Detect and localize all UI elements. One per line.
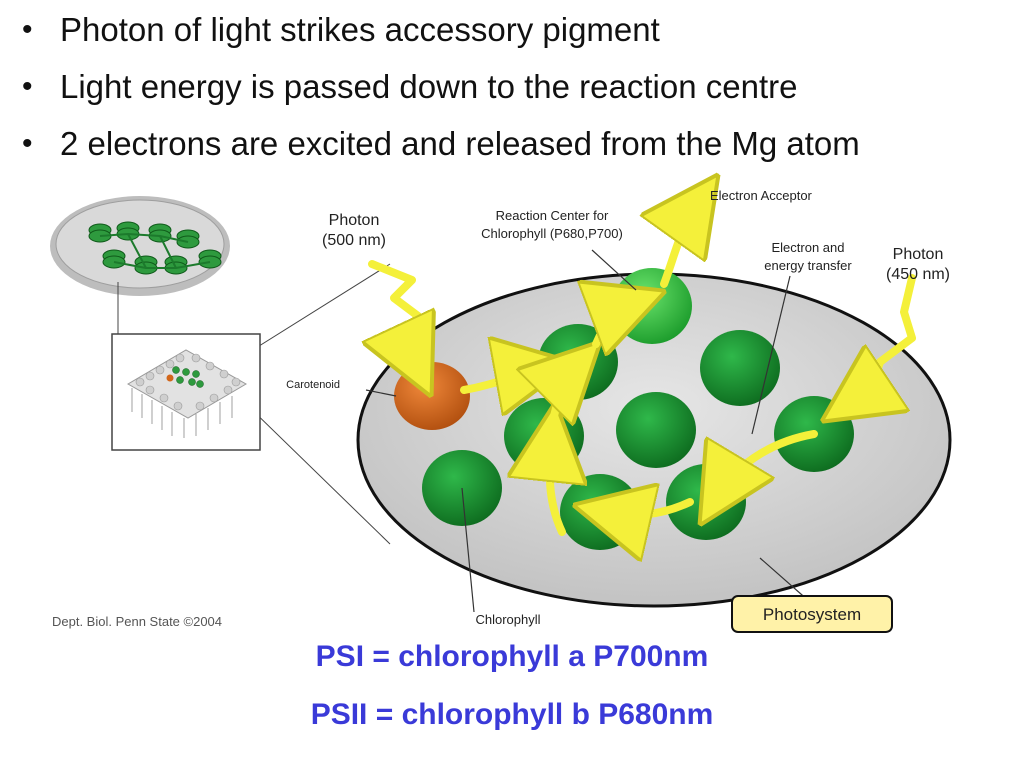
credit-label: Dept. Biol. Penn State ©2004 [52,614,222,629]
transfer-arrow [604,502,694,515]
reaction-center-label-1: Reaction Center for [496,208,609,223]
electron-acceptor-arrow [664,200,700,288]
psii-caption: PSII = chlorophyll b P680nm [310,698,714,731]
photon-arrow-right [848,274,916,404]
chlorophyll [616,392,696,468]
photosystem-diagram: Photon (500 nm) Reaction Center for Chlo… [50,172,952,633]
bullet-text: Light energy is passed down to the react… [60,68,798,105]
bullet-text: 2 electrons are excited and released fro… [60,125,860,162]
electron-acceptor-label: Electron Acceptor [710,188,813,203]
electron-transfer-label-1: Electron and [772,240,845,255]
thylakoid-disc-icon [50,196,230,296]
photosystem-label: Photosystem [763,605,861,624]
electron-transfer-label-2: energy transfer [764,258,852,273]
photon-right-label-2: (450 nm) [886,266,950,283]
reaction-center-label-2: Chlorophyll (P680,P700) [481,226,623,241]
photon-left-label-1: Photon [329,212,380,229]
bullet-dot: • [22,13,33,46]
bullet-item: • Light energy is passed down to the reac… [18,65,860,122]
transfer-arrow [596,302,636,344]
membrane-inset [111,333,261,451]
photon-arrow-left [372,260,418,368]
bullet-item: • 2 electrons are excited and released fr… [18,122,860,179]
psi-caption: PSI = chlorophyll a P700nm [315,640,709,673]
transfer-arrow [554,364,578,416]
carotenoid-label: Carotenoid [286,379,340,391]
chlorophyll [700,330,780,406]
bullet-item: • Photon of light strikes accessory pigme… [18,8,860,65]
transfer-arrow [550,434,562,536]
chlorophyll [504,398,584,474]
photon-right-label-1: Photon [893,246,944,263]
transfer-arrow [716,430,818,498]
carotenoid-pigment [394,362,470,430]
bullet-dot: • [22,70,33,103]
bullet-list: • Photon of light strikes accessory pigme… [18,8,860,179]
bullet-text: Photon of light strikes accessory pigmen… [60,11,660,48]
chlorophyll-label: Chlorophyll [475,612,540,627]
bullet-dot: • [22,127,33,160]
photon-left-label-2: (500 nm) [322,232,386,249]
photosystem-label-box [731,595,893,633]
